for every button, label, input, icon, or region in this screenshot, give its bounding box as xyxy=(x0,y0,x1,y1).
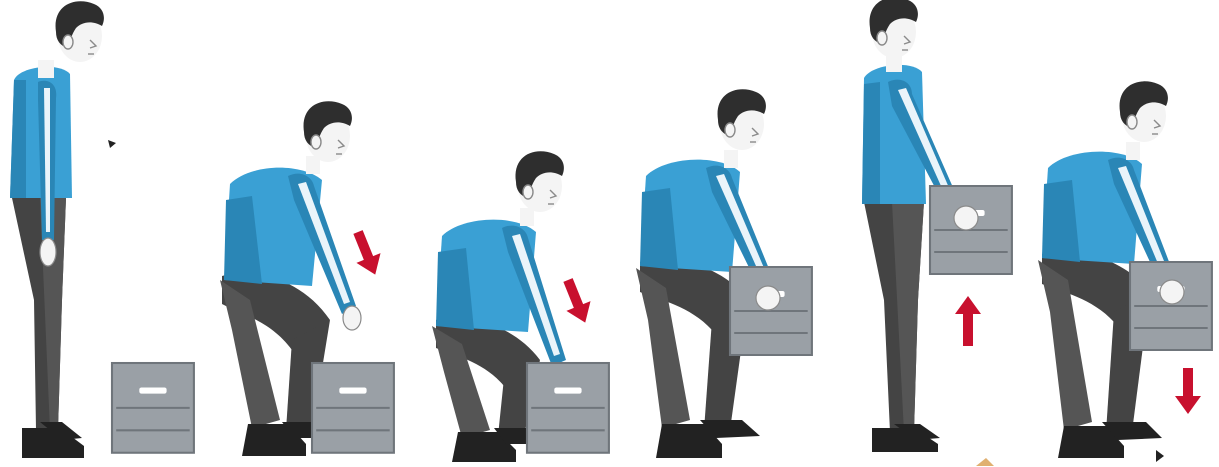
small-mark xyxy=(108,140,116,148)
arrow-down-icon xyxy=(1175,368,1201,414)
hand xyxy=(1160,280,1184,304)
box xyxy=(112,363,194,453)
step-6-lower xyxy=(1038,81,1212,458)
arrow-down-icon xyxy=(346,227,387,279)
box xyxy=(730,267,812,355)
arrow-up-icon xyxy=(955,296,981,346)
box xyxy=(1130,262,1212,350)
person xyxy=(10,1,104,458)
small-mark xyxy=(1156,450,1164,462)
step-3-grip xyxy=(432,151,609,462)
box xyxy=(527,363,609,453)
hand xyxy=(756,286,780,310)
small-mark xyxy=(976,458,994,466)
step-1-stand xyxy=(10,1,194,458)
arrow-down-icon xyxy=(556,275,597,327)
step-4-lift xyxy=(636,89,812,458)
step-2-squat xyxy=(220,101,394,456)
hand xyxy=(954,206,978,230)
box xyxy=(312,363,394,453)
box xyxy=(930,186,1012,274)
step-5-carry xyxy=(862,0,1012,452)
